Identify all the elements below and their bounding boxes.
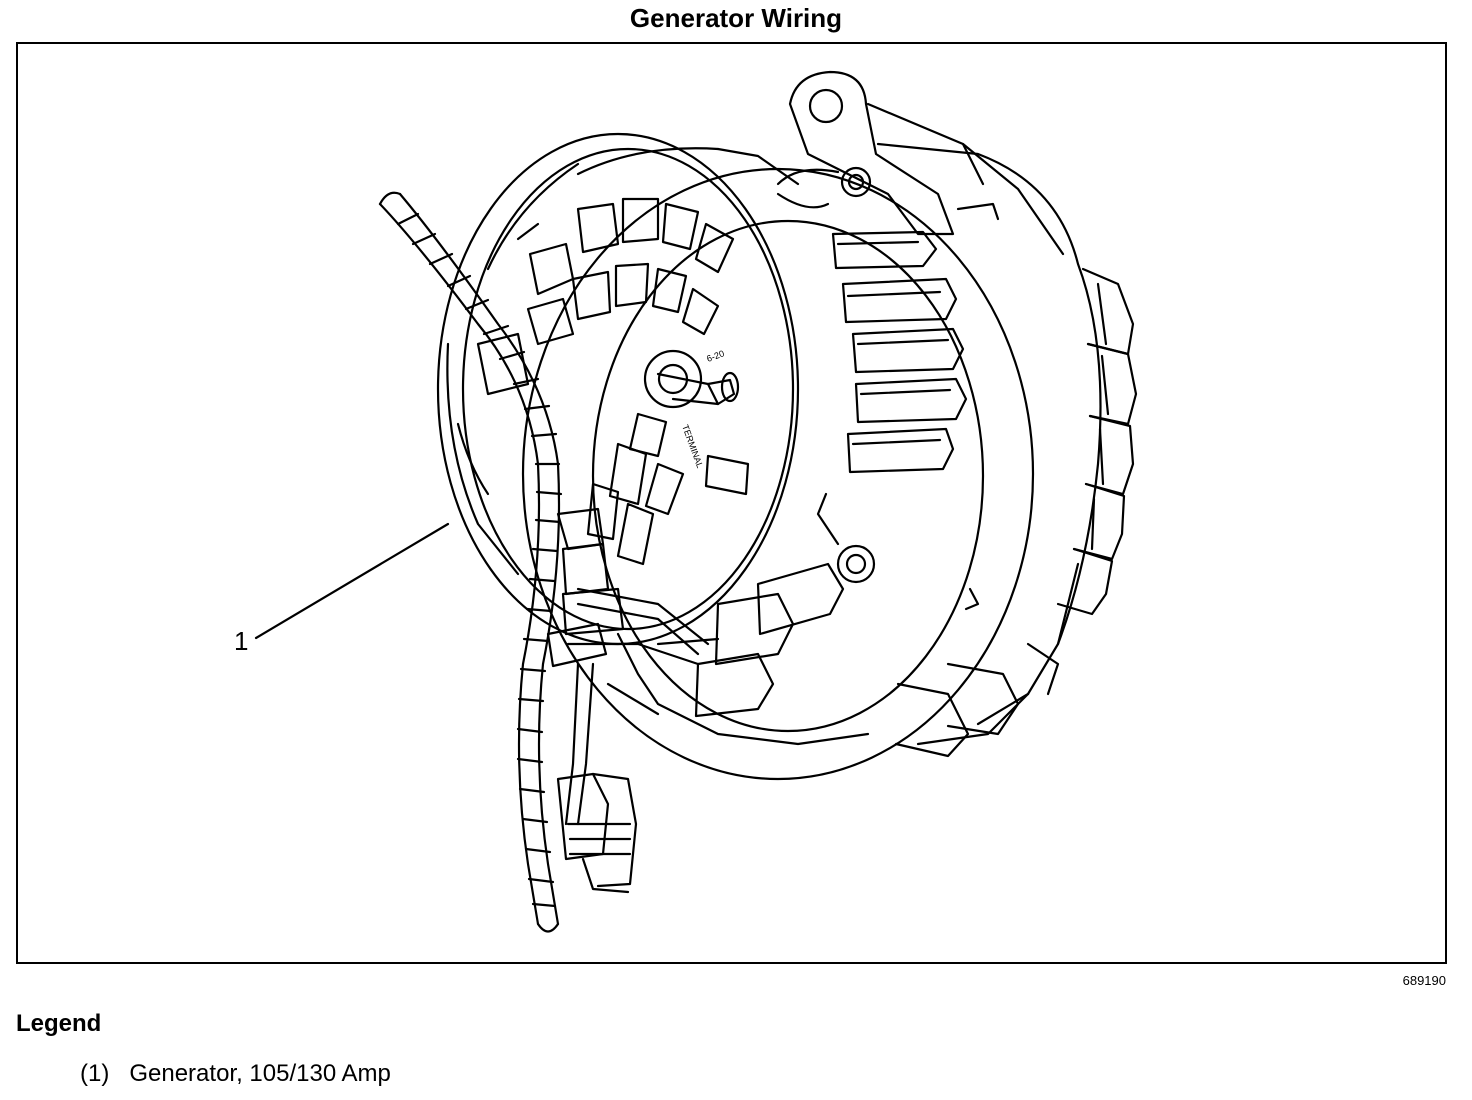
mounting-ear (788, 70, 985, 236)
front-cover (436, 132, 800, 646)
legend-item-number: (1) (80, 1060, 110, 1087)
figure-frame: 6-20 TERMINAL 1 (16, 42, 1447, 964)
generator-illustration: 6-20 TERMINAL 1 (234, 70, 1138, 933)
figure-id: 689190 (1402, 973, 1446, 988)
legend-item: (1) Generator, 105/130 Amp (80, 1060, 391, 1088)
connector-bracket (546, 507, 710, 894)
legend-item-description: Generator, 105/130 Amp (129, 1060, 391, 1087)
rear-housing (876, 142, 1138, 758)
wire-harness (378, 191, 563, 933)
legend-heading: Legend (16, 1010, 102, 1037)
callout-1-leader (254, 522, 450, 640)
callout-1-label: 1 (234, 626, 248, 656)
housing-mark-rating: 6-20 (705, 348, 725, 364)
stator-ring (521, 147, 1035, 781)
housing-mark-terminal: TERMINAL (680, 423, 705, 469)
page-title: Generator Wiring (629, 3, 843, 33)
